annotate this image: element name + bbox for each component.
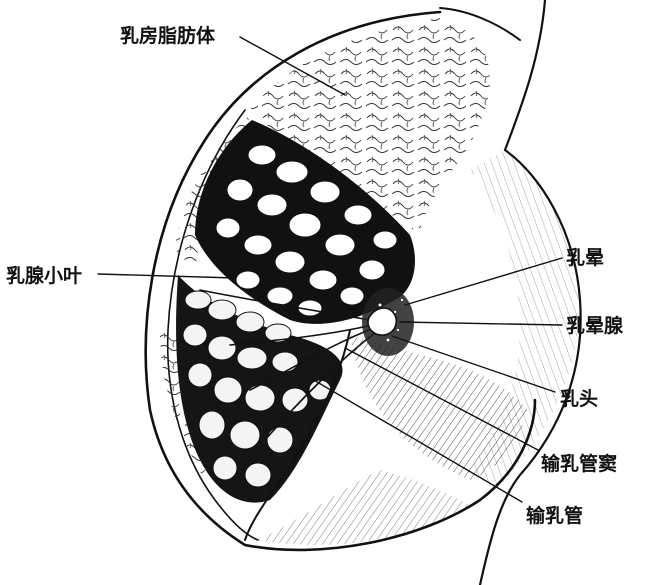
lower-skin-shading [258,470,470,546]
leader-lines [97,36,563,503]
leader-lobule [97,273,236,279]
lobule-cells [215,144,398,317]
label-fat-body: 乳房脂肪体 [120,24,216,47]
chest-outline-top [439,7,521,41]
label-lobule: 乳腺小叶 [6,264,82,287]
label-nipple: 乳头 [560,387,598,410]
label-areolar-gland: 乳晕腺 [566,314,624,337]
chest-wall-outline [478,0,582,585]
chest-shading [470,150,580,490]
skin-shading [350,335,528,480]
leader-areolar-gland [399,321,563,326]
label-lactiferous-duct: 输乳管 [526,504,583,527]
leader-nipple [391,335,556,393]
leader-sinus [344,347,539,451]
breast-outline [144,10,537,552]
nipple-shape [367,307,398,336]
section-edge [244,329,351,541]
label-areola: 乳晕 [566,246,604,269]
label-lactiferous-sinus: 输乳管窦 [541,452,617,475]
leader-areola [404,257,563,306]
leader-duct [299,371,523,503]
leader-fat [239,36,346,96]
lobule-clusters [182,290,332,488]
